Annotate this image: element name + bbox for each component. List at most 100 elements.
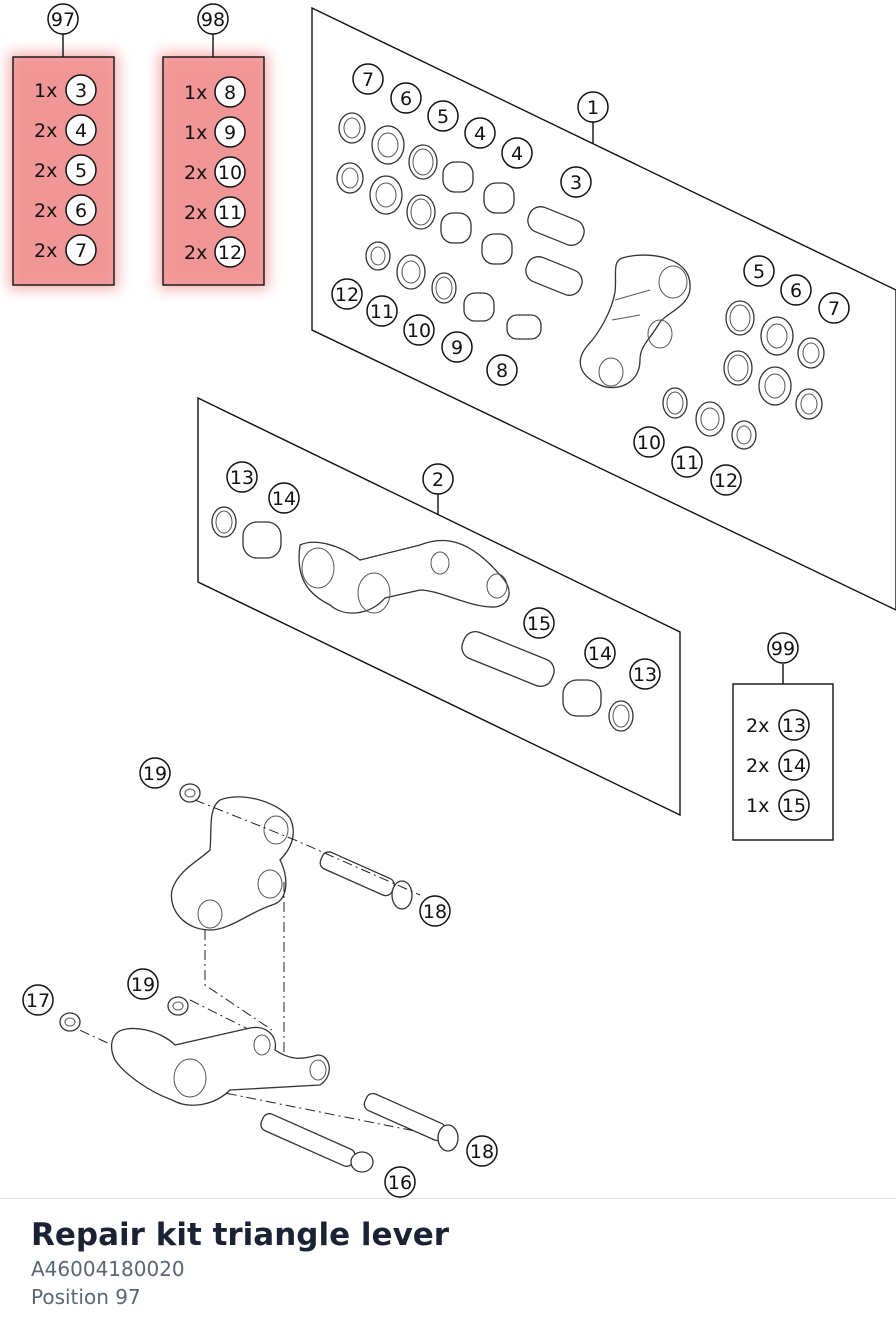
kit-item-ref-12[interactable]: 12 — [214, 236, 246, 268]
svg-text:12: 12 — [335, 284, 359, 306]
callout-3[interactable]: 3 — [560, 166, 592, 198]
callout-4[interactable]: 4 — [501, 137, 533, 169]
svg-text:7: 7 — [75, 240, 87, 262]
kit-item-qty: 2x — [184, 242, 207, 264]
position-label: Position 97 — [31, 1285, 141, 1309]
svg-text:2: 2 — [432, 469, 444, 491]
assembly-view — [59, 783, 461, 1173]
svg-text:9: 9 — [451, 337, 463, 359]
callout-19[interactable]: 19 — [127, 968, 159, 1000]
svg-text:4: 4 — [511, 143, 523, 165]
kit-item-qty: 1x — [34, 80, 57, 102]
callout-14[interactable]: 14 — [584, 637, 616, 669]
kit-99-label[interactable]: 99 — [767, 632, 799, 664]
svg-text:10: 10 — [637, 432, 661, 454]
callout-8[interactable]: 8 — [486, 354, 518, 386]
callout-5[interactable]: 5 — [743, 255, 775, 287]
svg-text:18: 18 — [470, 1141, 494, 1163]
svg-text:3: 3 — [75, 80, 87, 102]
callout-16[interactable]: 16 — [384, 1166, 416, 1198]
callout-4[interactable]: 4 — [464, 117, 496, 149]
svg-text:1: 1 — [587, 97, 599, 119]
svg-text:7: 7 — [828, 298, 840, 320]
svg-text:13: 13 — [230, 467, 254, 489]
svg-text:4: 4 — [75, 120, 87, 142]
callout-12[interactable]: 12 — [331, 278, 363, 310]
svg-text:99: 99 — [771, 638, 795, 660]
callout-5[interactable]: 5 — [427, 100, 459, 132]
callout-10[interactable]: 10 — [403, 314, 435, 346]
svg-text:18: 18 — [423, 901, 447, 923]
svg-text:16: 16 — [388, 1172, 412, 1194]
kit-item-qty: 2x — [184, 202, 207, 224]
svg-text:9: 9 — [224, 122, 236, 144]
callout-6[interactable]: 6 — [780, 274, 812, 306]
kit-item-qty: 2x — [34, 240, 57, 262]
callout-18[interactable]: 18 — [466, 1135, 498, 1167]
kit-item-qty: 1x — [184, 122, 207, 144]
svg-text:19: 19 — [131, 974, 155, 996]
kit-item-ref-8[interactable]: 8 — [214, 76, 246, 108]
kit-item-qty: 1x — [184, 82, 207, 104]
callout-13[interactable]: 13 — [629, 658, 661, 690]
kit-item-ref-9[interactable]: 9 — [214, 116, 246, 148]
kit-item-qty: 2x — [34, 120, 57, 142]
callout-7[interactable]: 7 — [818, 292, 850, 324]
svg-text:5: 5 — [75, 160, 87, 182]
svg-text:11: 11 — [218, 202, 242, 224]
kit-item-ref-6[interactable]: 6 — [65, 194, 97, 226]
svg-text:17: 17 — [26, 990, 50, 1012]
svg-text:11: 11 — [370, 301, 394, 323]
kit-item-qty: 2x — [746, 755, 769, 777]
callout-10[interactable]: 10 — [633, 426, 665, 458]
kit-item-ref-4[interactable]: 4 — [65, 114, 97, 146]
callout-11[interactable]: 11 — [366, 295, 398, 327]
svg-text:13: 13 — [633, 664, 657, 686]
callout-7[interactable]: 7 — [352, 63, 384, 95]
svg-text:15: 15 — [782, 795, 806, 817]
kit-item-ref-14[interactable]: 14 — [778, 749, 810, 781]
kit-item-qty: 1x — [746, 795, 769, 817]
svg-text:8: 8 — [224, 82, 236, 104]
kit-item-ref-15[interactable]: 15 — [778, 789, 810, 821]
svg-text:6: 6 — [75, 200, 87, 222]
group-1-frame — [311, 6, 896, 611]
callout-14[interactable]: 14 — [268, 482, 300, 514]
svg-text:98: 98 — [201, 9, 225, 31]
callout-6[interactable]: 6 — [390, 82, 422, 114]
svg-text:97: 97 — [51, 9, 75, 31]
callout-1[interactable]: 1 — [577, 91, 609, 123]
kit-98[interactable]: 98 1x 8 1x 9 2x 10 2x 11 2x 12 — [162, 3, 265, 286]
svg-text:3: 3 — [570, 172, 582, 194]
svg-text:11: 11 — [675, 452, 699, 474]
kit-99[interactable]: 99 2x 13 2x 14 1x 15 — [746, 632, 810, 821]
svg-text:12: 12 — [218, 242, 242, 264]
callout-13[interactable]: 13 — [226, 461, 258, 493]
kit-item-ref-3[interactable]: 3 — [65, 74, 97, 106]
svg-text:15: 15 — [527, 613, 551, 635]
svg-text:13: 13 — [782, 715, 806, 737]
svg-text:19: 19 — [143, 763, 167, 785]
callout-18[interactable]: 18 — [419, 895, 451, 927]
kit-97-label[interactable]: 97 — [47, 3, 79, 35]
kit-item-ref-13[interactable]: 13 — [778, 709, 810, 741]
kit-item-ref-5[interactable]: 5 — [65, 154, 97, 186]
group-2-parts — [211, 506, 634, 732]
callout-17[interactable]: 17 — [22, 984, 54, 1016]
callout-2[interactable]: 2 — [422, 463, 454, 495]
kit-item-qty: 2x — [746, 715, 769, 737]
callout-19[interactable]: 19 — [139, 757, 171, 789]
kit-item-ref-11[interactable]: 11 — [214, 196, 246, 228]
callout-15[interactable]: 15 — [523, 607, 555, 639]
kit-98-label[interactable]: 98 — [197, 3, 229, 35]
svg-text:14: 14 — [782, 755, 806, 777]
callout-9[interactable]: 9 — [441, 331, 473, 363]
callout-11[interactable]: 11 — [671, 446, 703, 478]
kit-item-ref-10[interactable]: 10 — [214, 156, 246, 188]
product-info-panel: Repair kit triangle lever A46004180020 P… — [0, 1198, 896, 1336]
kit-item-qty: 2x — [184, 162, 207, 184]
callout-12[interactable]: 12 — [710, 464, 742, 496]
kit-item-ref-7[interactable]: 7 — [65, 234, 97, 266]
